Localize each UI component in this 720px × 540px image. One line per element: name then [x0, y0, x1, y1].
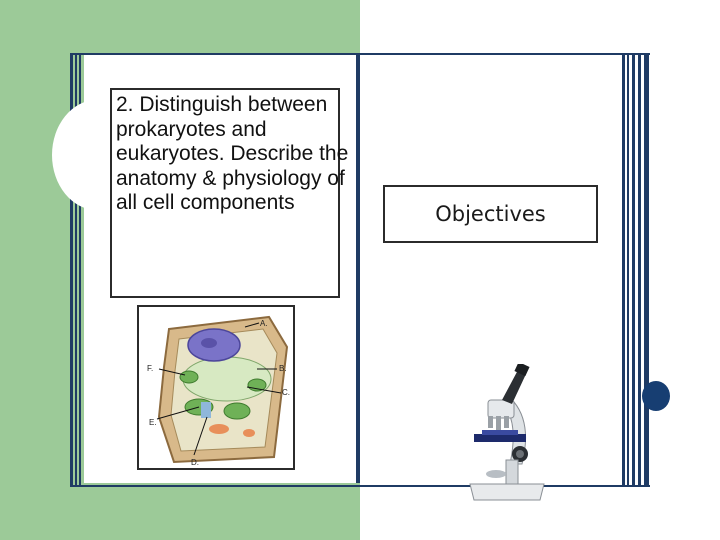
cell-label-a: A.	[260, 319, 268, 328]
plant-cell-illustration: A. B. C. D. E. F.	[147, 315, 290, 467]
microscope-image	[462, 364, 552, 504]
book-spine	[356, 55, 360, 483]
objective-text: 2. Distinguish between prokaryotes and e…	[116, 93, 349, 214]
cell-diagram: A. B. C. D. E. F.	[137, 305, 295, 470]
cell-label-b: B.	[279, 364, 287, 373]
slide-title: Objectives	[435, 202, 546, 226]
objective-text-box	[110, 88, 340, 298]
cell-label-d: D.	[191, 458, 199, 467]
cell-label-c: C.	[282, 388, 290, 397]
blue-dot-decoration	[642, 381, 670, 411]
title-box: Objectives	[383, 185, 598, 243]
cell-label-e: E.	[149, 418, 157, 427]
microscope-illustration	[469, 364, 545, 501]
cell-label-f: F.	[147, 364, 153, 373]
